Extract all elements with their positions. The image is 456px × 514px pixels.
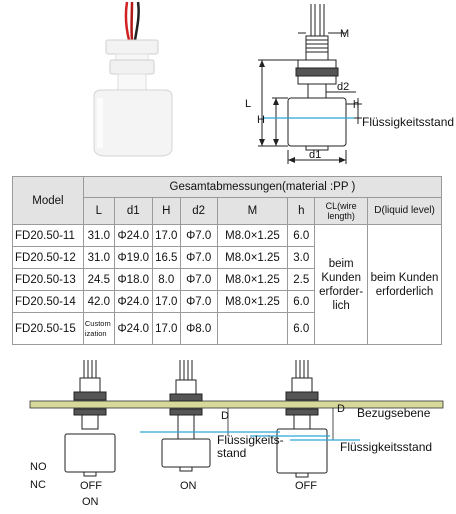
col-h-small: h: [287, 197, 316, 225]
installation-drawing: [29, 360, 444, 478]
spec-table: Model Gesamtabmessungen(material :PP ) L…: [12, 176, 443, 345]
label-d2: d2: [337, 81, 350, 93]
label-s3-off: OFF: [295, 480, 317, 492]
label-liquid-level: Flüssigkeitsstand: [362, 115, 455, 129]
col-d1: d1: [113, 197, 153, 225]
col-d2: d2: [179, 197, 218, 225]
cl-value: beim Kunden erforder-lich: [314, 224, 369, 345]
switch-1: [64, 360, 116, 477]
label-h-lower: h: [353, 99, 360, 111]
label-s2-on: ON: [180, 480, 197, 492]
switch-2: [161, 360, 211, 472]
product-photo: [93, 1, 173, 157]
col-m: M: [216, 197, 289, 225]
d-value: beim Kunden erforderlich: [367, 224, 442, 345]
col-cl: CL(wire length): [314, 197, 369, 225]
label-s1-on: ON: [82, 496, 99, 508]
col-d: D(liquid level): [367, 197, 442, 225]
header-model: Model: [12, 176, 84, 225]
label-s1-off: OFF: [80, 480, 102, 492]
col-l: L: [82, 197, 115, 225]
table-row: FD20.50-13 24.5 Φ18.0 8.0 Φ7.0 M8.0×1.25…: [12, 268, 442, 291]
label-d-mid: D: [221, 410, 229, 422]
table-row: FD20.50-11 31.0 Φ24.0 17.0 Φ7.0 M8.0×1.2…: [12, 224, 442, 345]
table-row: FD20.50-12 31.0 Φ19.0 16.5 Φ7.0 M8.0×1.2…: [12, 246, 442, 269]
table-row: FD20.50-15 Customization Φ24.0 17.0 Φ8.0…: [12, 312, 442, 345]
label-no: NO: [30, 461, 47, 473]
label-level-right: Flüssigkeitsstand: [340, 440, 433, 454]
label-reference-level: Bezugsebene: [357, 406, 431, 420]
label-nc: NC: [30, 479, 46, 491]
label-level-mid: Flüssigkeits-stand: [217, 433, 284, 460]
label-l: L: [245, 98, 252, 110]
dimension-drawing: [258, 4, 362, 164]
table-row: FD20.50-14 42.0 Φ24.0 17.0 Φ7.0 M8.0×1.2…: [12, 290, 442, 313]
label-h-upper: H: [257, 114, 265, 126]
col-h-height: H: [151, 197, 181, 225]
label-m: M: [340, 28, 350, 40]
label-d1: d1: [309, 149, 322, 161]
header-dimensions: Gesamtabmessungen(material :PP ): [82, 176, 443, 198]
label-d-right: D: [337, 403, 345, 415]
